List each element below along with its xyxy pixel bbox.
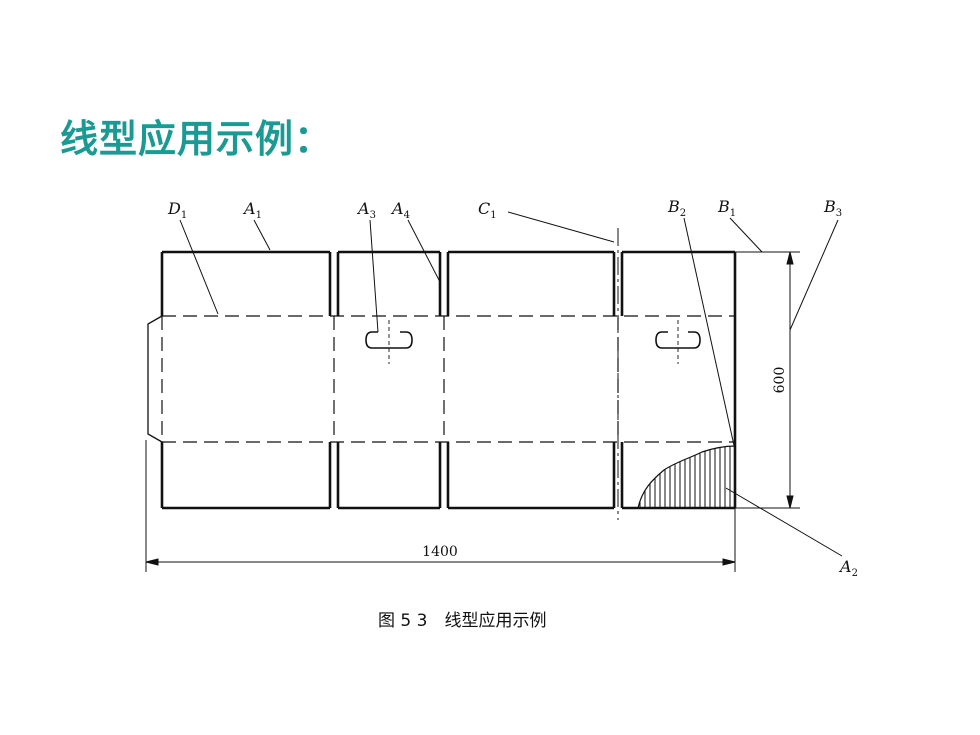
label-b2: B2	[667, 197, 686, 219]
label-b1: B1	[717, 197, 736, 219]
glue-tab	[147, 315, 163, 443]
hand-hole-right	[655, 320, 701, 364]
label-a1: A1	[242, 199, 262, 221]
slide-title: 线型应用示例：	[60, 117, 334, 161]
fold-lines	[161, 315, 735, 443]
width-dimension: 1400	[422, 544, 458, 560]
panel-outlines	[160, 250, 737, 510]
reference-labels: D1 A1 A3 A4 C1 B2 B1 B3 A2	[167, 197, 858, 579]
label-d1: D1	[167, 199, 187, 221]
figure-caption: 图 5 3 线型应用示例	[378, 611, 546, 631]
label-a2: A2	[838, 557, 858, 579]
dimension-lines	[145, 251, 800, 572]
hatched-section	[637, 445, 736, 509]
label-a3: A3	[356, 199, 376, 221]
leader-lines	[179, 211, 843, 557]
label-a4: A4	[390, 199, 410, 221]
label-b3: B3	[823, 197, 842, 219]
hand-hole-left	[365, 320, 413, 364]
label-c1: C1	[478, 199, 497, 221]
height-dimension: 600	[772, 367, 788, 394]
